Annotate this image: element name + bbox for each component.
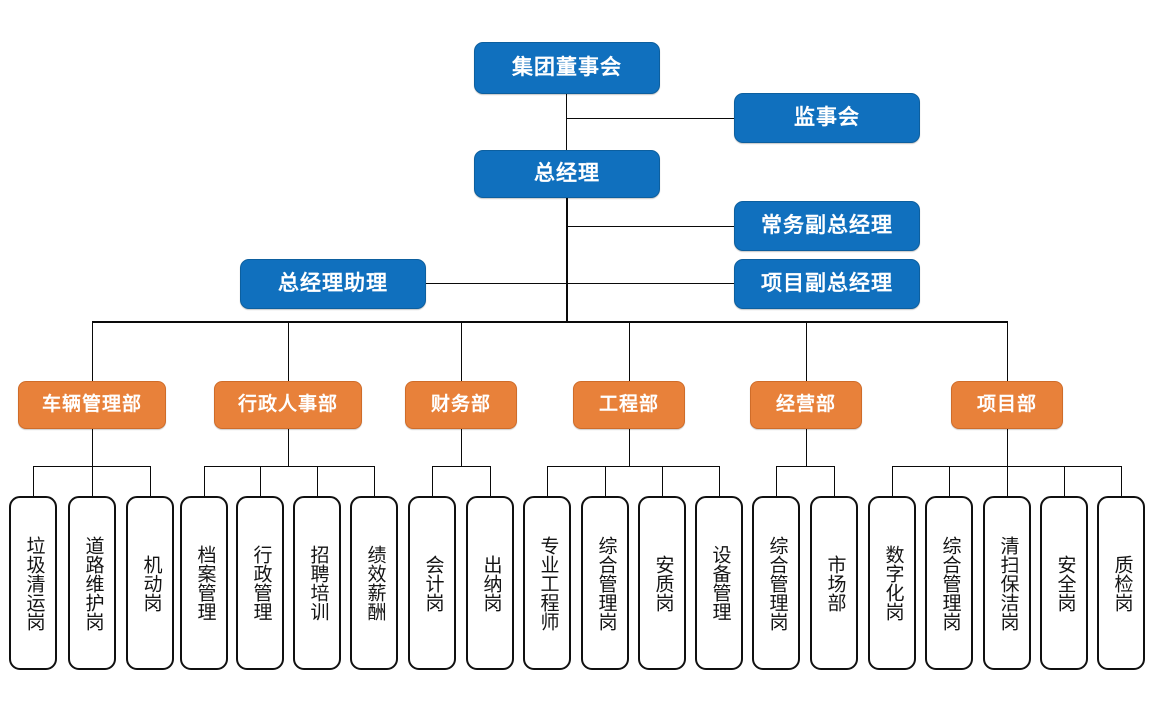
node-project-deputy-gm[interactable]: 项目副总经理 [734, 259, 920, 309]
node-department-admin-hr[interactable]: 行政人事部 [214, 381, 362, 429]
node-executive-deputy-gm[interactable]: 常务副总经理 [734, 201, 920, 251]
connector-dept5-bar [776, 466, 835, 467]
connector-dept2-child-1 [204, 466, 205, 497]
connector-dept4-bar [547, 466, 720, 467]
node-leaf-mobile-duty-post[interactable]: 机动岗 [126, 496, 174, 670]
connector-dept6-child-4 [1064, 466, 1065, 497]
connector-board-to-supervisory [566, 118, 734, 119]
connector-dept5-stem [806, 429, 807, 467]
connector-gm-to-exec-deputy [566, 226, 734, 227]
connector-bus-to-dept-5 [806, 321, 807, 381]
connector-dept6-child-3 [1007, 466, 1008, 497]
connector-bus-to-dept-2 [288, 321, 289, 381]
node-supervisory-board[interactable]: 监事会 [734, 93, 920, 143]
node-department-project[interactable]: 项目部 [951, 381, 1063, 429]
connector-dept3-bar [432, 466, 491, 467]
node-leaf-market-department[interactable]: 市场部 [810, 496, 858, 670]
node-general-manager[interactable]: 总经理 [474, 150, 660, 198]
node-leaf-administrative-management[interactable]: 行政管理 [236, 496, 284, 670]
connector-dept2-child-4 [374, 466, 375, 497]
connector-bus-to-dept-3 [461, 321, 462, 381]
connector-dept2-child-3 [317, 466, 318, 497]
node-leaf-performance-compensation[interactable]: 绩效薪酬 [350, 496, 398, 670]
node-department-operations[interactable]: 经营部 [750, 381, 862, 429]
node-department-finance[interactable]: 财务部 [405, 381, 517, 429]
connector-dept5-child-2 [834, 466, 835, 497]
connector-dept3-child-1 [432, 466, 433, 497]
connector-dept5-child-1 [776, 466, 777, 497]
connector-dept1-stem [92, 429, 93, 467]
node-board-of-directors[interactable]: 集团董事会 [474, 42, 660, 94]
node-leaf-equipment-management[interactable]: 设备管理 [695, 496, 743, 670]
connector-dept2-child-2 [260, 466, 261, 497]
node-leaf-cleaning-sanitation-post[interactable]: 清扫保洁岗 [983, 496, 1031, 670]
connector-dept4-child-3 [662, 466, 663, 497]
node-leaf-archive-management[interactable]: 档案管理 [180, 496, 228, 670]
connector-dept4-child-2 [605, 466, 606, 497]
node-leaf-quality-inspection-post[interactable]: 质检岗 [1097, 496, 1145, 670]
connector-bus-to-dept-6 [1007, 321, 1008, 381]
node-leaf-recruitment-training[interactable]: 招聘培训 [293, 496, 341, 670]
node-leaf-safety-quality-post[interactable]: 安质岗 [638, 496, 686, 670]
connector-dept6-stem [1007, 429, 1008, 467]
connector-dept4-child-4 [719, 466, 720, 497]
department-bus-bar [92, 321, 1008, 323]
connector-dept4-child-1 [547, 466, 548, 497]
node-leaf-accounting-post[interactable]: 会计岗 [408, 496, 456, 670]
connector-dept2-stem [288, 429, 289, 467]
connector-dept3-stem [461, 429, 462, 467]
connector-gm-to-project-deputy [566, 283, 734, 284]
node-leaf-operations-comprehensive-post[interactable]: 综合管理岗 [752, 496, 800, 670]
connector-dept6-child-2 [949, 466, 950, 497]
connector-gm-to-assistant [426, 283, 567, 284]
node-leaf-road-maintenance-post[interactable]: 道路维护岗 [68, 496, 116, 670]
node-department-engineering[interactable]: 工程部 [573, 381, 685, 429]
node-gm-assistant[interactable]: 总经理助理 [240, 259, 426, 309]
connector-dept2-bar [204, 466, 375, 467]
connector-bus-to-dept-1 [92, 321, 93, 381]
connector-dept4-stem [629, 429, 630, 467]
connector-dept1-child-2 [92, 466, 93, 497]
node-leaf-safety-post[interactable]: 安全岗 [1040, 496, 1088, 670]
connector-dept6-child-5 [1121, 466, 1122, 497]
connector-dept1-child-1 [33, 466, 34, 497]
connector-bus-to-dept-4 [629, 321, 630, 381]
node-leaf-engineering-comprehensive-post[interactable]: 综合管理岗 [581, 496, 629, 670]
connector-dept6-child-1 [892, 466, 893, 497]
node-leaf-project-comprehensive-post[interactable]: 综合管理岗 [925, 496, 973, 670]
node-leaf-professional-engineer[interactable]: 专业工程师 [523, 496, 571, 670]
node-leaf-cashier-post[interactable]: 出纳岗 [466, 496, 514, 670]
connector-dept1-child-3 [150, 466, 151, 497]
node-department-vehicle-management[interactable]: 车辆管理部 [18, 381, 166, 429]
node-leaf-waste-transport-post[interactable]: 垃圾清运岗 [9, 496, 57, 670]
node-leaf-digitalization-post[interactable]: 数字化岗 [868, 496, 916, 670]
connector-board-stem [566, 94, 567, 152]
connector-dept3-child-2 [490, 466, 491, 497]
connector-gm-stem [566, 198, 568, 322]
